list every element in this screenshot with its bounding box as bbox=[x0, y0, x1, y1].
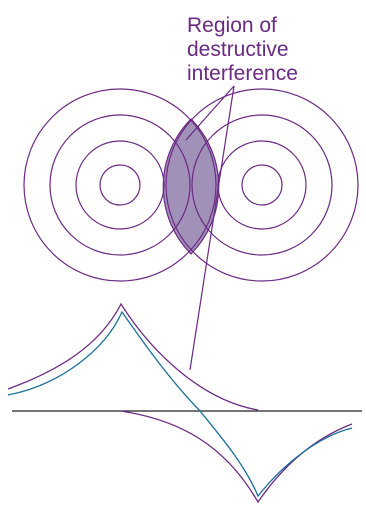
resultant-wave bbox=[8, 312, 352, 496]
annotation-line-1: Region of bbox=[187, 14, 277, 37]
annotation-line-2: destructive bbox=[187, 38, 289, 61]
right-circle-ring-1 bbox=[242, 165, 282, 205]
left-circle-ring-2 bbox=[76, 141, 164, 229]
wave-lower-curve bbox=[121, 411, 352, 502]
annotation-line-3: interference bbox=[187, 62, 298, 85]
wave-upper-curve bbox=[8, 304, 258, 410]
annotation-label: Region of destructive interference bbox=[187, 14, 298, 85]
right-circle-ring-2 bbox=[218, 141, 306, 229]
destructive-interference-region bbox=[163, 119, 218, 254]
left-circle-ring-1 bbox=[100, 165, 140, 205]
